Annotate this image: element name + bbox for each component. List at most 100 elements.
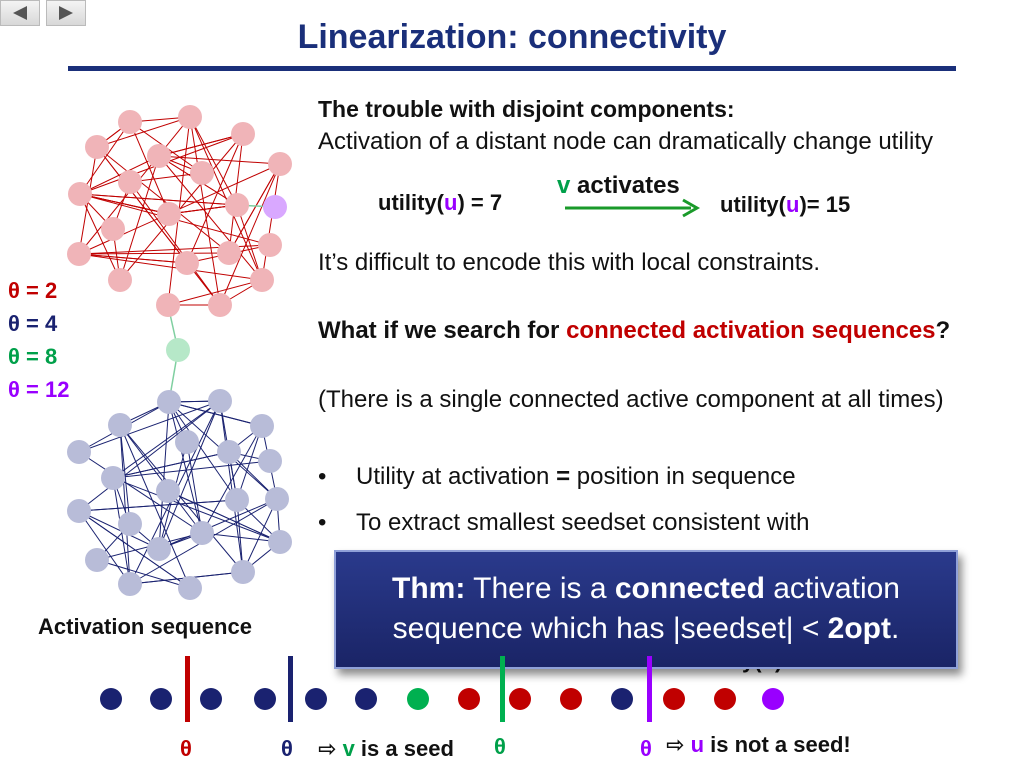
graph-edge — [129, 121, 170, 215]
threshold-8: θ = 8 — [8, 344, 58, 369]
sequence-node — [663, 688, 685, 710]
graph-edge — [189, 116, 238, 206]
graph-edge — [112, 451, 230, 479]
graph-node — [156, 479, 180, 503]
graph-node — [85, 135, 109, 159]
graph-edge — [261, 163, 281, 281]
graph-node — [85, 548, 109, 572]
graph-node — [258, 233, 282, 257]
graph-edge — [96, 146, 221, 306]
graph-edge — [236, 204, 263, 281]
graph-edge — [78, 499, 238, 512]
graph-node — [268, 152, 292, 176]
graph-node — [250, 414, 274, 438]
graph-node — [178, 576, 202, 600]
graph-edge — [129, 172, 203, 183]
graph-node — [231, 560, 255, 584]
sequence-node — [560, 688, 582, 710]
bullet-item-seedset: •To extract smallest seedset consistent … — [318, 509, 810, 536]
arrow-right-icon — [565, 198, 701, 218]
question: What if we search for connected activati… — [318, 317, 951, 344]
graph-edge — [78, 400, 221, 512]
graph-edge — [78, 510, 160, 550]
graph-edge — [78, 252, 230, 255]
graph-edge — [167, 490, 281, 543]
graph-edge — [158, 401, 170, 550]
graph-edge — [168, 401, 203, 534]
theorem-callout: Thm: There is a connected activation seq… — [334, 550, 958, 669]
seed-note: ⇨ v is a seed — [318, 736, 454, 761]
sequence-node — [407, 688, 429, 710]
sequence-node — [355, 688, 377, 710]
threshold-bar — [288, 656, 293, 722]
threshold-2: θ = 2 — [8, 278, 58, 303]
graph-edge — [219, 400, 244, 573]
paragraph-connected: (There is a single connected active comp… — [318, 386, 944, 413]
graph-edge — [228, 163, 281, 254]
graph-edge — [79, 155, 160, 195]
sequence-node — [458, 688, 480, 710]
sequence-node — [100, 688, 122, 710]
graph-edge — [158, 400, 221, 550]
graph-node-bridge — [166, 338, 190, 362]
graph-edge — [158, 498, 278, 550]
graph-edge — [78, 253, 188, 264]
not-seed-note: ⇨ u is not a seed! — [666, 732, 851, 757]
prev-slide-button[interactable] — [0, 0, 40, 26]
graph-edge — [119, 424, 203, 534]
sequence-node — [305, 688, 327, 710]
graph-edge — [119, 155, 160, 281]
graph-edge — [112, 477, 281, 543]
graph-node — [147, 144, 171, 168]
graph-node — [156, 293, 180, 317]
graph-edge — [78, 510, 191, 589]
graph-node — [217, 440, 241, 464]
graph-edge — [201, 425, 263, 534]
activation-sequence-label: Activation sequence — [38, 614, 252, 639]
graph-node — [67, 242, 91, 266]
graph-edge — [78, 253, 263, 281]
graph-node — [101, 466, 125, 490]
theta-marker-purple: θ — [640, 736, 652, 761]
graph-node — [118, 512, 142, 536]
graph-edge — [79, 193, 170, 215]
graph-edge — [168, 401, 263, 427]
graph-edge — [201, 532, 281, 543]
utility-before: utility(u) = 7 — [378, 190, 503, 215]
sequence-node — [150, 688, 172, 710]
graph-node — [250, 268, 274, 292]
sequence-node — [254, 688, 276, 710]
title-divider — [68, 66, 956, 71]
graph-node — [118, 572, 142, 596]
arrow-right-outline-icon: ⇨ — [318, 736, 337, 761]
graph-node — [67, 499, 91, 523]
next-slide-button[interactable] — [46, 0, 86, 26]
graph-node — [268, 530, 292, 554]
graph-edge — [112, 400, 221, 479]
graph-edge — [96, 559, 191, 589]
arrow-right-outline-icon: ⇨ — [666, 732, 685, 757]
graph-edge — [78, 451, 203, 534]
graph-node — [118, 110, 142, 134]
graph-node — [147, 537, 171, 561]
graph-node — [157, 202, 181, 226]
graph-node — [258, 449, 282, 473]
threshold-bar — [185, 656, 190, 722]
threshold-bar — [500, 656, 505, 722]
graph-edge — [129, 181, 221, 306]
threshold-bar — [647, 656, 652, 722]
graph-node — [175, 251, 199, 275]
graph-edge — [119, 133, 244, 281]
graph-edge — [119, 424, 191, 589]
utility-after: utility(u)= 15 — [720, 192, 851, 217]
slide-title: Linearization: connectivity — [297, 18, 727, 56]
graph-edge — [78, 510, 131, 585]
graph-node — [190, 521, 214, 545]
graph-edge — [186, 133, 244, 264]
graph-edge — [79, 193, 121, 281]
graph-node — [118, 170, 142, 194]
section-heading: The trouble with disjoint components: — [318, 96, 735, 122]
graph-node — [225, 488, 249, 512]
theta-marker-green: θ — [494, 734, 506, 759]
graph-node — [175, 430, 199, 454]
